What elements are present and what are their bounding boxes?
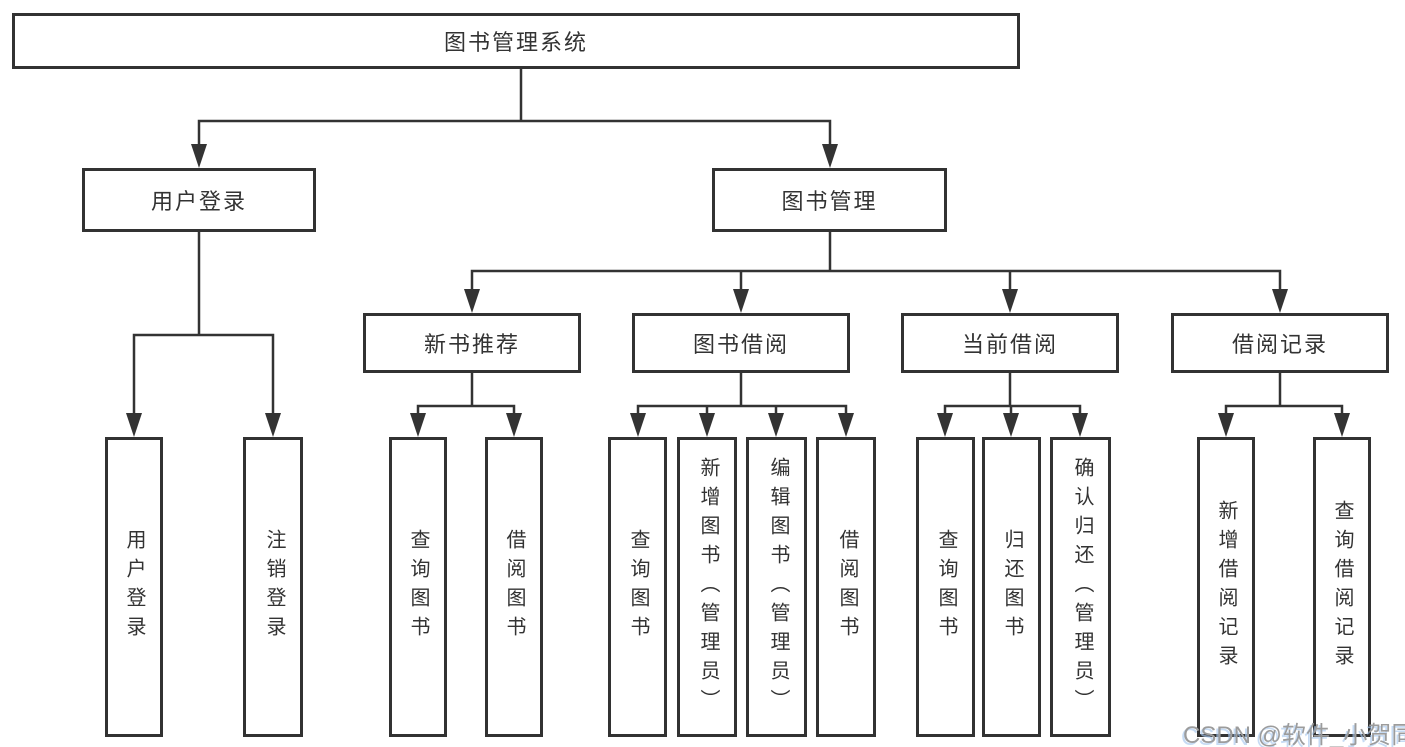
arrow-down-icon: [699, 413, 715, 437]
arrowheads: [126, 144, 1350, 437]
node-book-management: 图书管理: [712, 168, 947, 232]
leaf-query-borrow-record: 查询借阅记录: [1313, 437, 1371, 737]
arrow-down-icon: [1003, 413, 1019, 437]
arrow-down-icon: [1072, 413, 1088, 437]
node-borrowing-records: 借阅记录: [1171, 313, 1389, 373]
arrow-down-icon: [838, 413, 854, 437]
node-library-management-system: 图书管理系统: [12, 13, 1020, 69]
arrow-down-icon: [410, 413, 426, 437]
arrow-down-icon: [126, 413, 142, 437]
leaf-borrow-books: 借阅图书: [816, 437, 876, 737]
arrow-down-icon: [937, 413, 953, 437]
leaf-add-borrow-record: 新增借阅记录: [1197, 437, 1255, 737]
leaf-borrow-query-books: 查询图书: [608, 437, 667, 737]
arrow-down-icon: [265, 413, 281, 437]
arrow-down-icon: [630, 413, 646, 437]
connector-borrow-to-leaves: [636, 371, 848, 420]
connector-records-to-leaves: [1224, 371, 1344, 420]
arrow-down-icon: [768, 413, 784, 437]
leaf-confirm-return-admin: 确认归还（管理员）: [1050, 437, 1111, 737]
connector-rec-to-leaves: [416, 371, 516, 420]
leaf-edit-books-admin: 编辑图书（管理员）: [746, 437, 807, 737]
connector-mgmt-to-level3: [470, 230, 1282, 295]
arrow-down-icon: [1002, 289, 1018, 313]
connector-root-to-level2: [197, 65, 832, 150]
arrow-down-icon: [1218, 413, 1234, 437]
connector-login-to-leaves: [132, 230, 275, 418]
arrow-down-icon: [1272, 289, 1288, 313]
arrow-down-icon: [733, 289, 749, 313]
leaf-current-query-books: 查询图书: [916, 437, 975, 737]
arrow-down-icon: [506, 413, 522, 437]
leaf-return-books: 归还图书: [982, 437, 1041, 737]
csdn-watermark: CSDN @软件_小贺同学: [1183, 722, 1405, 747]
leaf-rec-borrow-books: 借阅图书: [485, 437, 543, 737]
leaf-user-login: 用户登录: [105, 437, 163, 737]
arrow-down-icon: [822, 144, 838, 168]
node-new-book-recommendation: 新书推荐: [363, 313, 581, 373]
arrow-down-icon: [464, 289, 480, 313]
arrow-down-icon: [1334, 413, 1350, 437]
leaf-rec-query-books: 查询图书: [389, 437, 447, 737]
node-current-borrowing: 当前借阅: [901, 313, 1119, 373]
node-user-login: 用户登录: [82, 168, 316, 232]
connector-current-to-leaves: [943, 371, 1082, 420]
leaf-logout: 注销登录: [243, 437, 303, 737]
node-book-borrowing: 图书借阅: [632, 313, 850, 373]
leaf-add-books-admin: 新增图书（管理员）: [677, 437, 737, 737]
arrow-down-icon: [191, 144, 207, 168]
